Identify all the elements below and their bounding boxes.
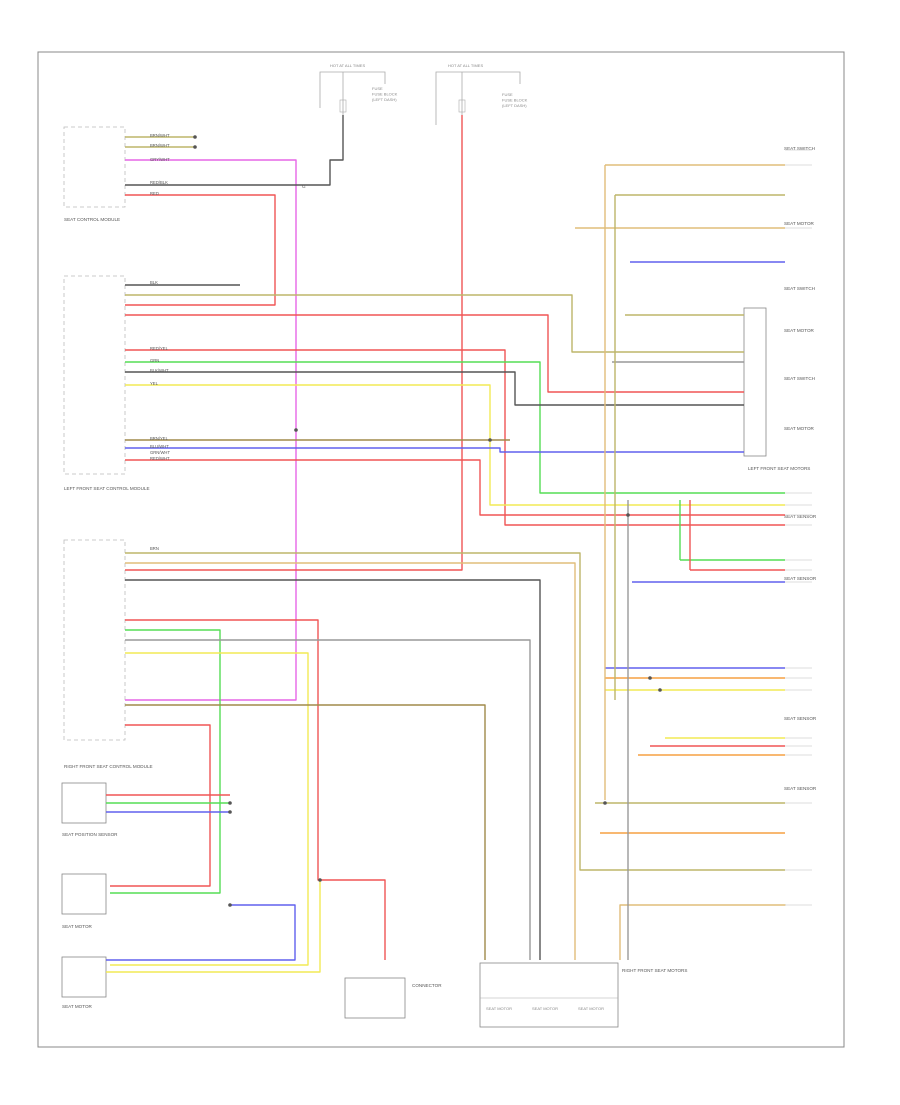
splice-dot-8 bbox=[603, 801, 607, 805]
splice-dot-1 bbox=[294, 428, 298, 432]
lp-sensor-label: SEAT POSITION SENSOR bbox=[62, 832, 118, 837]
bottom-unit-motor-3: SEAT MOTOR bbox=[578, 1006, 604, 1011]
wire-red-20 bbox=[125, 619, 386, 960]
wire-label-6: BLK bbox=[150, 280, 158, 285]
right-front-module-box bbox=[63, 539, 126, 741]
fuse-2-title: HOT AT ALL TIMES bbox=[448, 63, 483, 68]
lp-motor-b-label: SEAT MOTOR bbox=[62, 1004, 93, 1009]
wire-yellow-30 bbox=[106, 880, 321, 973]
diagram-border bbox=[37, 51, 845, 1048]
wire-label-3: GRY/WHT bbox=[150, 157, 170, 162]
lp-motor-a-box bbox=[61, 873, 107, 915]
wire-olive-8 bbox=[125, 294, 744, 353]
splice-dot-6 bbox=[648, 676, 652, 680]
wire-red-10 bbox=[125, 349, 785, 526]
lp-motor-a-label: SEAT MOTOR bbox=[62, 924, 93, 929]
left-front-module-box bbox=[63, 275, 126, 475]
wire-label-5: RED/BLK bbox=[150, 180, 168, 185]
right-side-label-8: SEAT SENSOR bbox=[784, 576, 817, 581]
splice-dot-9 bbox=[228, 801, 232, 805]
wire-gray-22 bbox=[125, 639, 531, 960]
wire-label-13: BLU/WHT bbox=[150, 444, 169, 449]
wire-label-14: RED/WHT bbox=[150, 456, 170, 461]
wire-harness bbox=[106, 115, 812, 973]
lf-motor-box-label: LEFT FRONT SEAT MOTORS bbox=[748, 466, 810, 471]
bottom-unit-title: RIGHT FRONT SEAT MOTORS bbox=[622, 968, 687, 973]
wire-blue-29 bbox=[106, 904, 296, 961]
splice-dot-2 bbox=[193, 135, 197, 139]
right-side-label-4: SEAT MOTOR bbox=[784, 328, 815, 333]
wire-green-21 bbox=[110, 629, 221, 894]
wire-black-3 bbox=[125, 115, 344, 186]
wire-label-8: GRN bbox=[150, 358, 159, 363]
wire-red-2 bbox=[125, 194, 276, 306]
right-side-labels: SEAT SWITCH SEAT MOTOR SEAT SWITCH SEAT MOT… bbox=[784, 146, 817, 791]
wire-label-1: BRN/WHT bbox=[150, 133, 170, 138]
wire-label-4: RED bbox=[150, 191, 159, 196]
bottom-unit-motor-1: SEAT MOTOR bbox=[486, 1006, 512, 1011]
wire-red-6 bbox=[125, 115, 463, 571]
wire-red-16 bbox=[125, 459, 785, 516]
bottom-unit-box bbox=[479, 962, 619, 1028]
wire-yellow-23 bbox=[110, 652, 309, 966]
wire-red-25 bbox=[110, 724, 211, 887]
lower-connector-label: CONNECTOR bbox=[412, 983, 442, 988]
splice-dot-4 bbox=[488, 438, 492, 442]
top-module-label: SEAT CONTROL MODULE bbox=[64, 217, 120, 222]
wire-label-2: BRN/WHT bbox=[150, 143, 170, 148]
wire-label-12: GRN/WHT bbox=[150, 450, 170, 455]
lower-connector-box bbox=[344, 977, 406, 1019]
right-side-label-7: SEAT SENSOR bbox=[784, 514, 817, 519]
right-front-module-label: RIGHT FRONT SEAT CONTROL MODULE bbox=[64, 764, 153, 769]
wire-black-19 bbox=[125, 579, 541, 960]
right-side-label-3: SEAT SWITCH bbox=[784, 286, 815, 291]
splice-dot-12 bbox=[228, 903, 232, 907]
wire-tan-48 bbox=[619, 904, 786, 960]
wire-olive-17 bbox=[125, 552, 785, 871]
lp-motor-b-box bbox=[61, 956, 107, 998]
right-side-label-10: SEAT SENSOR bbox=[784, 786, 817, 791]
lp-sensor-box bbox=[61, 782, 107, 824]
right-side-label-1: SEAT SWITCH bbox=[784, 146, 815, 151]
wire-label-7: RED/YEL bbox=[150, 346, 169, 351]
top-module-box bbox=[63, 126, 126, 208]
splice-dot-7 bbox=[658, 688, 662, 692]
wire-brown-24 bbox=[125, 704, 486, 960]
wire-yellow-13 bbox=[125, 384, 785, 506]
ground-g: G bbox=[302, 184, 306, 189]
bottom-unit-motor-2: SEAT MOTOR bbox=[532, 1006, 558, 1011]
wire-label-15: BRN bbox=[150, 546, 159, 551]
wire-label-10: BLK/WHT bbox=[150, 368, 169, 373]
wire-green-11 bbox=[125, 361, 785, 494]
right-side-label-5: SEAT SWITCH bbox=[784, 376, 815, 381]
wire-pink-1 bbox=[125, 159, 297, 701]
wire-label-11: BRN/YEL bbox=[150, 436, 169, 441]
lf-motor-box bbox=[743, 307, 767, 457]
wire-black-12 bbox=[125, 371, 744, 406]
wire-blue-15 bbox=[125, 447, 744, 453]
splice-dot-10 bbox=[228, 810, 232, 814]
right-side-label-6: SEAT MOTOR bbox=[784, 426, 815, 431]
left-front-module-label: LEFT FRONT SEAT CONTROL MODULE bbox=[64, 486, 150, 491]
splice-dot-3 bbox=[193, 145, 197, 149]
wire-red-9 bbox=[125, 314, 744, 393]
wire-tan-18 bbox=[125, 562, 576, 960]
right-side-label-9: SEAT SENSOR bbox=[784, 716, 817, 721]
right-side-label-2: SEAT MOTOR bbox=[784, 221, 815, 226]
fuse-1-title: HOT AT ALL TIMES bbox=[330, 63, 365, 68]
splice-dot-5 bbox=[626, 513, 630, 517]
wire-label-9: YEL bbox=[150, 381, 159, 386]
splice-dot-11 bbox=[318, 878, 322, 882]
